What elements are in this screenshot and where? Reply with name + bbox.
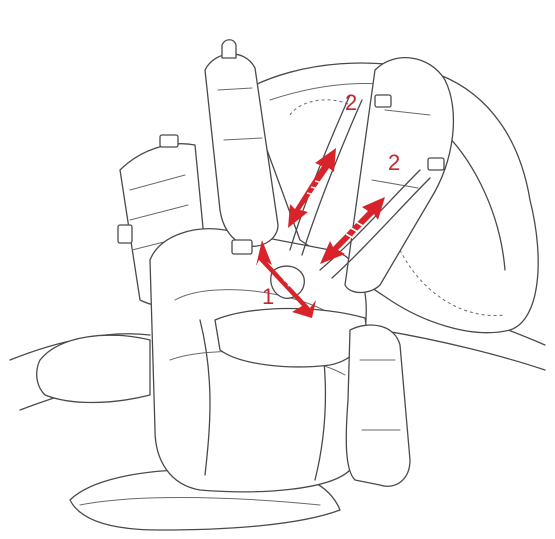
pad-loop	[222, 40, 236, 58]
shoulder-pad-left	[205, 40, 278, 254]
chest-buckle	[271, 266, 305, 298]
callout-2-upper: 2	[345, 90, 357, 115]
left-buckle-side	[118, 225, 132, 243]
strap-slider-lower	[428, 158, 444, 170]
pad-buckle	[232, 240, 252, 254]
callout-2-lower: 2	[388, 150, 400, 175]
strap-slider-upper	[375, 95, 391, 107]
left-buckle-top	[160, 135, 178, 147]
callout-1: 1	[262, 284, 274, 309]
right-strut	[346, 325, 410, 486]
seat-rim	[215, 308, 366, 366]
